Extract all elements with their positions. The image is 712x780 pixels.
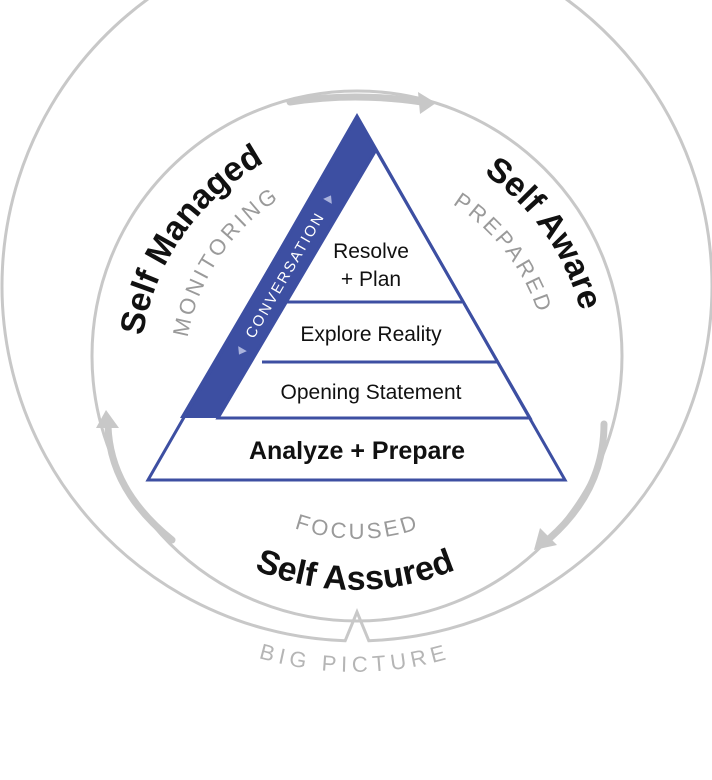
cycle-arrow-left (96, 410, 176, 544)
conversation-band (180, 116, 376, 418)
base-label-analyze-prepare: Analyze + Prepare (249, 437, 465, 465)
tier-opening-statement: Opening Statement (281, 381, 462, 404)
focused-subtitle: FOCUSED (293, 509, 422, 544)
conversation-arrow-end-icon (323, 195, 332, 204)
outer-ring (0, 0, 712, 643)
inner-triangle (215, 147, 533, 420)
cycle-arrow-right (534, 420, 608, 550)
big-picture-label: BIG PICTURE (257, 639, 453, 677)
conversation-label: CONVERSATION (242, 209, 328, 341)
cycle-arrow-top (286, 92, 436, 114)
inner-ring (90, 89, 624, 623)
tier-resolve-line2: + Plan (341, 268, 401, 291)
self-assured-title: Self Assured (251, 542, 458, 598)
pyramid (145, 112, 568, 482)
tier-explore-reality: Explore Reality (300, 323, 442, 346)
tier-resolve-line1: Resolve (333, 240, 409, 263)
conversation-arrow-start-icon (238, 346, 247, 355)
